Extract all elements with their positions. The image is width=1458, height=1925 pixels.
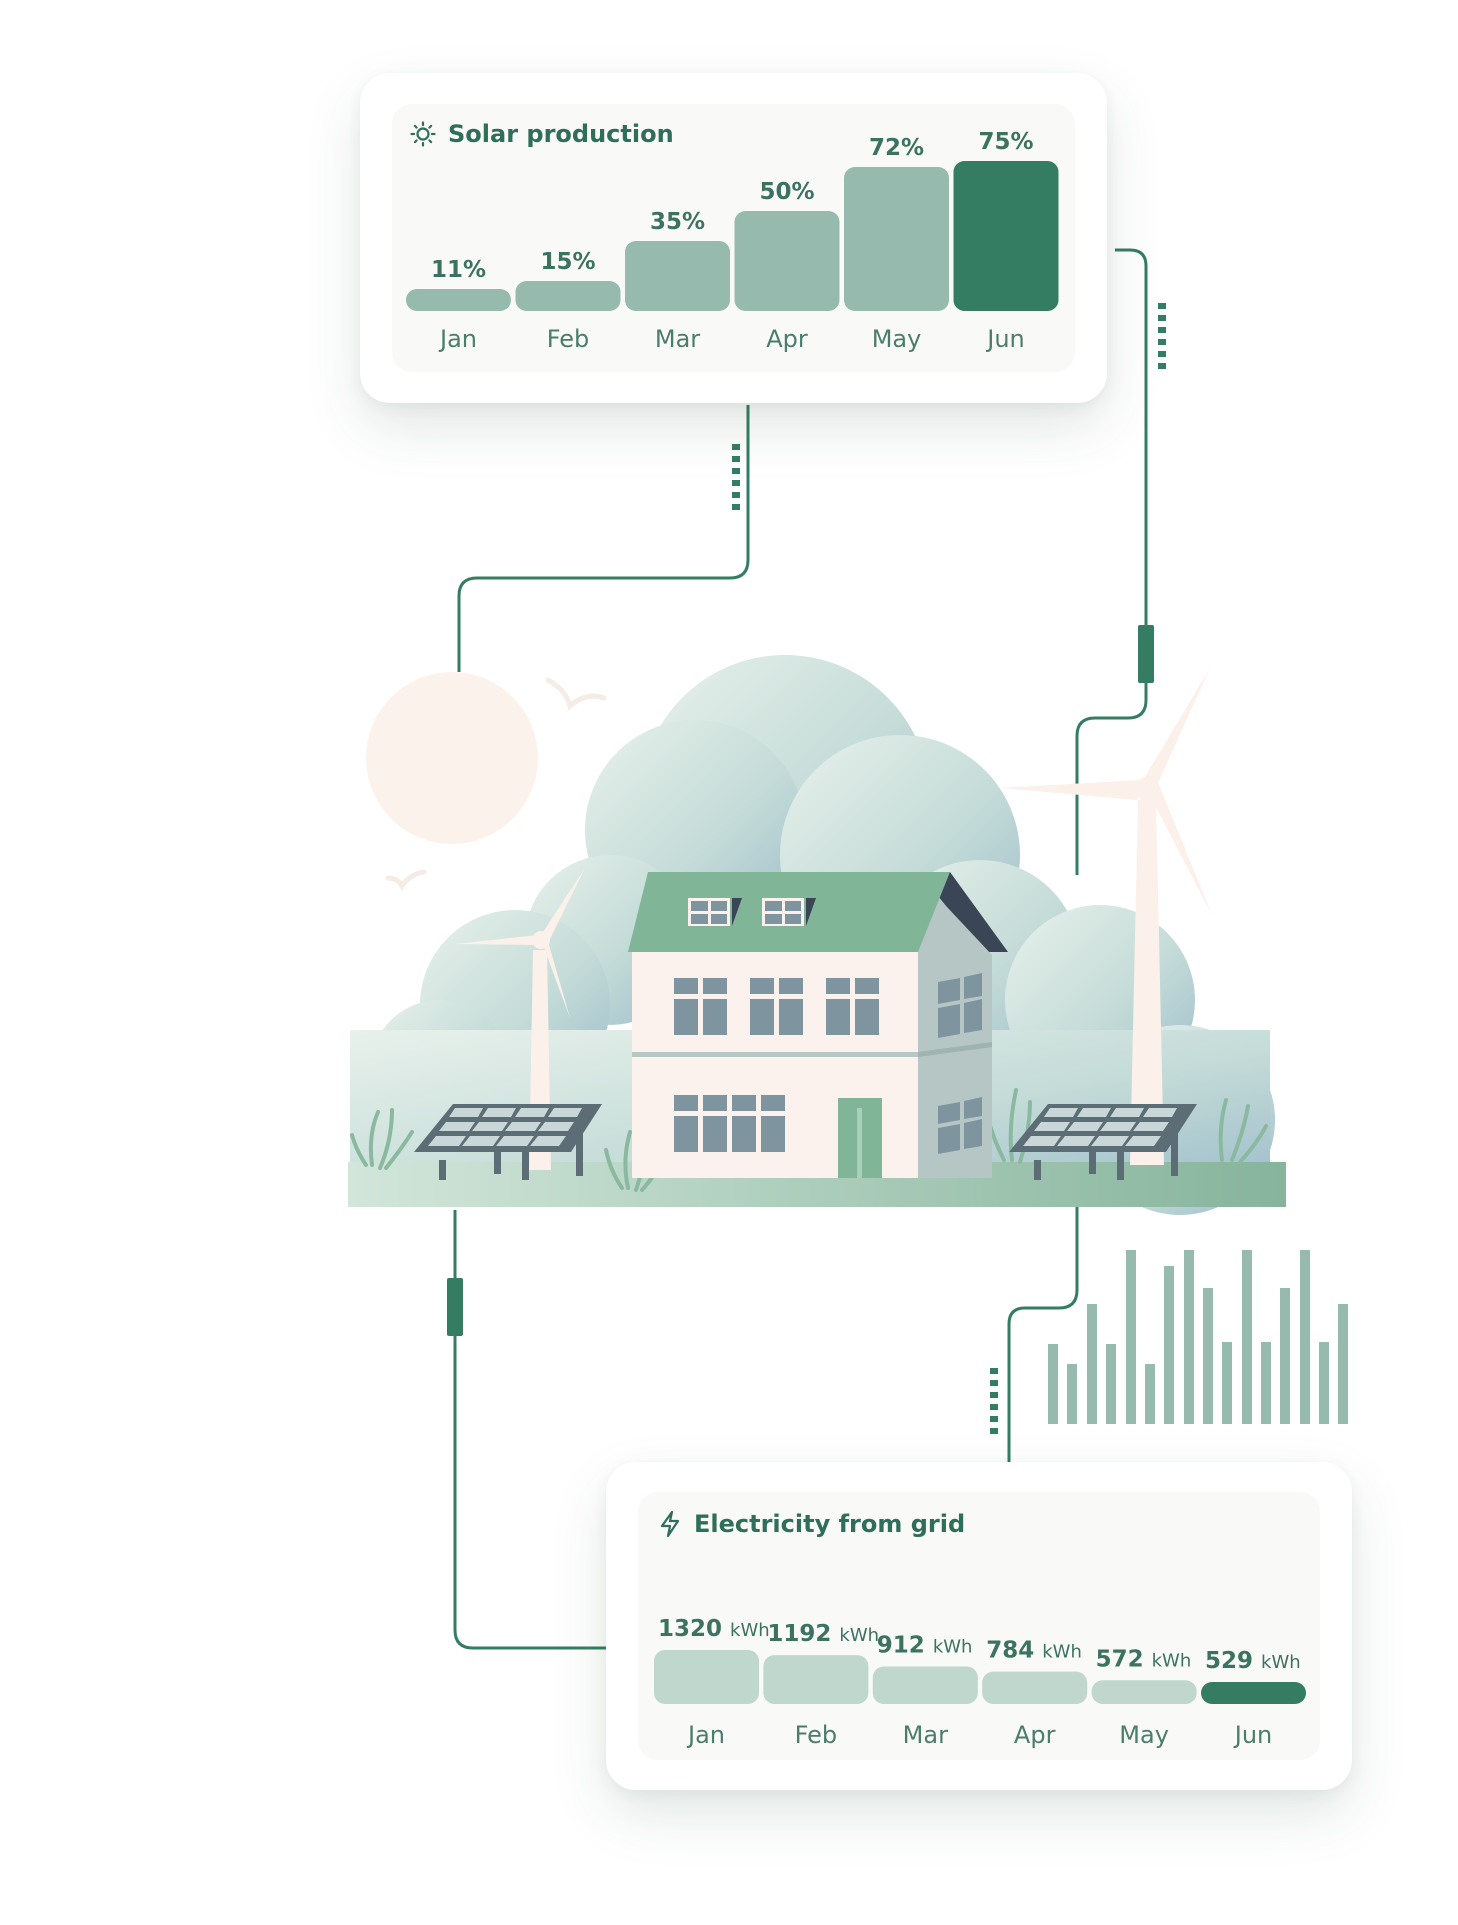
grid-bar-mar [872, 1666, 978, 1704]
grid-card-title: Electricity from grid [658, 1510, 965, 1538]
solar-bar-mar [625, 241, 730, 311]
solar-value-label: 72% [869, 135, 924, 161]
grid-value-label: 912 kWh [877, 1633, 973, 1659]
decorative-bars [1048, 1250, 1348, 1424]
grid-value-label: 1320 kWh [658, 1616, 770, 1642]
grid-bar-apr [982, 1671, 1088, 1704]
wind-turbine-right [1000, 668, 1212, 1165]
grid-bar-feb [763, 1655, 869, 1704]
grid-value-label: 572 kWh [1096, 1646, 1192, 1672]
lightning-icon [660, 1510, 680, 1538]
grid-value-label: 1192 kWh [767, 1621, 879, 1647]
solar-value-label: 35% [650, 209, 705, 235]
grid-month-label: Feb [795, 1721, 838, 1749]
solar-bar-jun [953, 161, 1059, 311]
grid-month-label: Jun [1233, 1721, 1273, 1749]
grid-month-label: Jan [686, 1721, 725, 1749]
solar-production-card: Solar production 11% Jan 15% Feb 35% Mar 50% Ap… [360, 73, 1107, 403]
solar-month-label: Feb [547, 325, 590, 353]
solar-bar-may [844, 167, 949, 311]
grid-month-label: Apr [1014, 1721, 1056, 1749]
grid-value-label: 529 kWh [1205, 1648, 1301, 1674]
solar-value-label: 75% [978, 129, 1033, 155]
sun-icon [410, 121, 436, 147]
solar-production-chart: 11% Jan 15% Feb 35% Mar 50% Apr 72% May 75% Jun [406, 129, 1059, 353]
grid-bar-jun [1201, 1682, 1306, 1704]
solar-month-label: Jan [438, 325, 477, 353]
grid-chart-panel [638, 1492, 1320, 1760]
solar-value-label: 11% [431, 257, 486, 283]
solar-bar-apr [734, 211, 840, 311]
grid-bar-may [1091, 1680, 1197, 1704]
house-illustration [628, 872, 1008, 1178]
dashed-marker-2 [1158, 303, 1166, 369]
dashed-marker-1 [732, 444, 740, 510]
solar-month-label: May [872, 325, 922, 353]
solar-bar-feb [515, 281, 621, 311]
solar-panel-left [414, 1104, 602, 1180]
solar-month-label: Apr [766, 325, 808, 353]
grid-month-label: May [1119, 1721, 1169, 1749]
dashed-marker-3 [990, 1368, 998, 1434]
solar-value-label: 15% [540, 249, 595, 275]
connector-markers [447, 303, 1166, 1434]
solar-month-label: Mar [655, 325, 700, 353]
grid-title-text: Electricity from grid [694, 1510, 966, 1538]
sun-illustration [366, 672, 538, 844]
grid-month-label: Mar [903, 1721, 948, 1749]
solar-bar-jan [406, 289, 511, 311]
solar-title-text: Solar production [448, 120, 674, 148]
solar-panel-right [1009, 1104, 1197, 1180]
solar-value-label: 50% [759, 179, 814, 205]
grid-bar-jan [654, 1650, 759, 1704]
solar-month-label: Jun [985, 325, 1025, 353]
grid-value-label: 784 kWh [986, 1638, 1082, 1664]
connector-lines [453, 248, 1148, 1650]
solar-card-title: Solar production [410, 120, 674, 148]
